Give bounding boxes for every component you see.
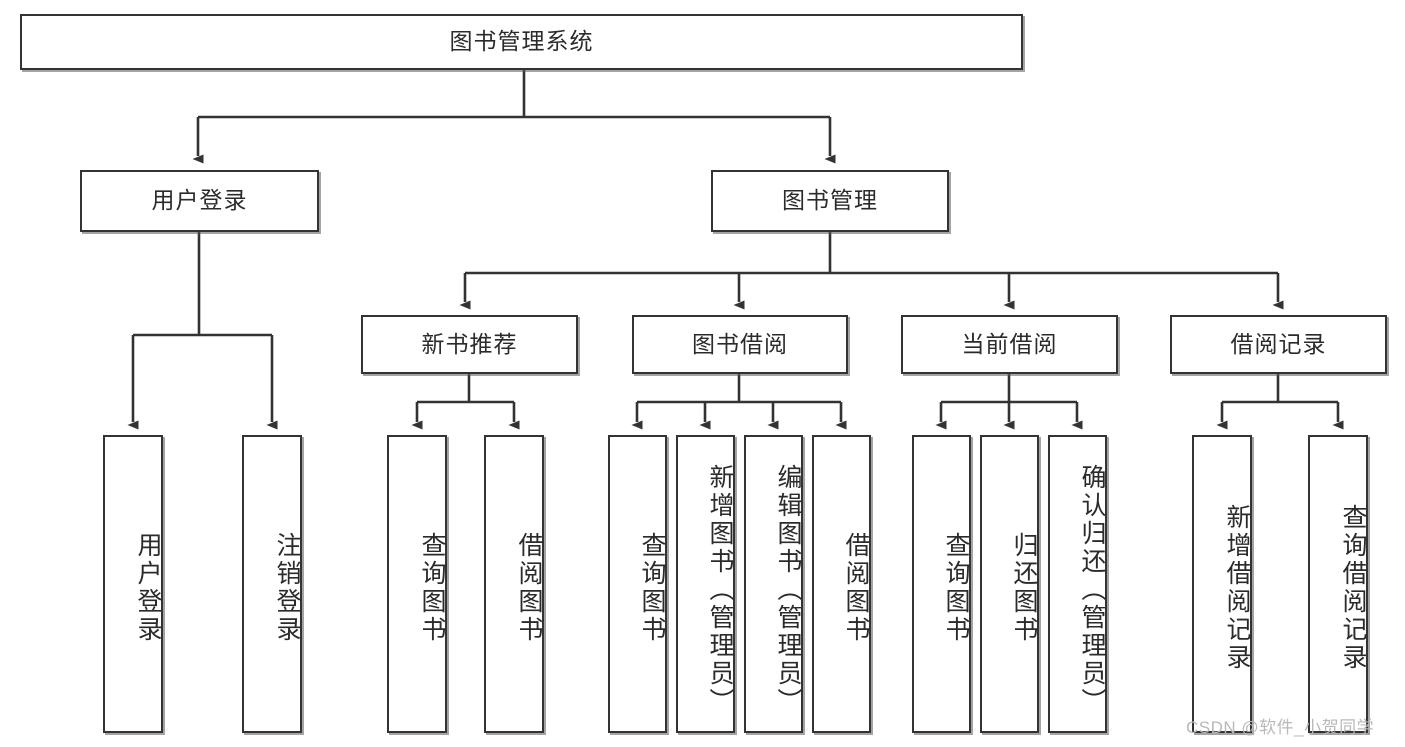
leaf-query-book-current[interactable]: 查询图书 (912, 435, 971, 733)
leaf-confirm-return[interactable]: 确认归还（管理员） (1048, 435, 1107, 733)
leaf-query-book-borrow[interactable]: 查询图书 (608, 435, 667, 733)
node-current-borrow[interactable]: 当前借阅 (901, 315, 1118, 374)
leaf-add-borrow-record[interactable]: 新增借阅记录 (1192, 435, 1252, 733)
leaf-user-login[interactable]: 用户登录 (103, 435, 163, 733)
node-root-system[interactable]: 图书管理系统 (20, 14, 1023, 70)
leaf-borrow-book[interactable]: 借阅图书 (812, 435, 871, 733)
csdn-watermark: CSDN @软件_小贺同学 (1186, 718, 1375, 737)
node-book-management[interactable]: 图书管理 (711, 170, 949, 232)
node-book-borrow[interactable]: 图书借阅 (632, 315, 848, 374)
leaf-add-book[interactable]: 新增图书（管理员） (676, 435, 735, 733)
node-user-login[interactable]: 用户登录 (80, 170, 319, 232)
leaf-borrow-book-recommend[interactable]: 借阅图书 (484, 435, 544, 733)
node-borrow-record[interactable]: 借阅记录 (1170, 315, 1387, 374)
leaf-query-book-recommend[interactable]: 查询图书 (387, 435, 447, 733)
leaf-user-logout[interactable]: 注销登录 (242, 435, 302, 733)
leaf-edit-book[interactable]: 编辑图书（管理员） (744, 435, 803, 733)
leaf-return-book[interactable]: 归还图书 (980, 435, 1039, 733)
leaf-query-borrow-record[interactable]: 查询借阅记录 (1308, 435, 1368, 733)
node-new-book-recommend[interactable]: 新书推荐 (361, 315, 578, 374)
